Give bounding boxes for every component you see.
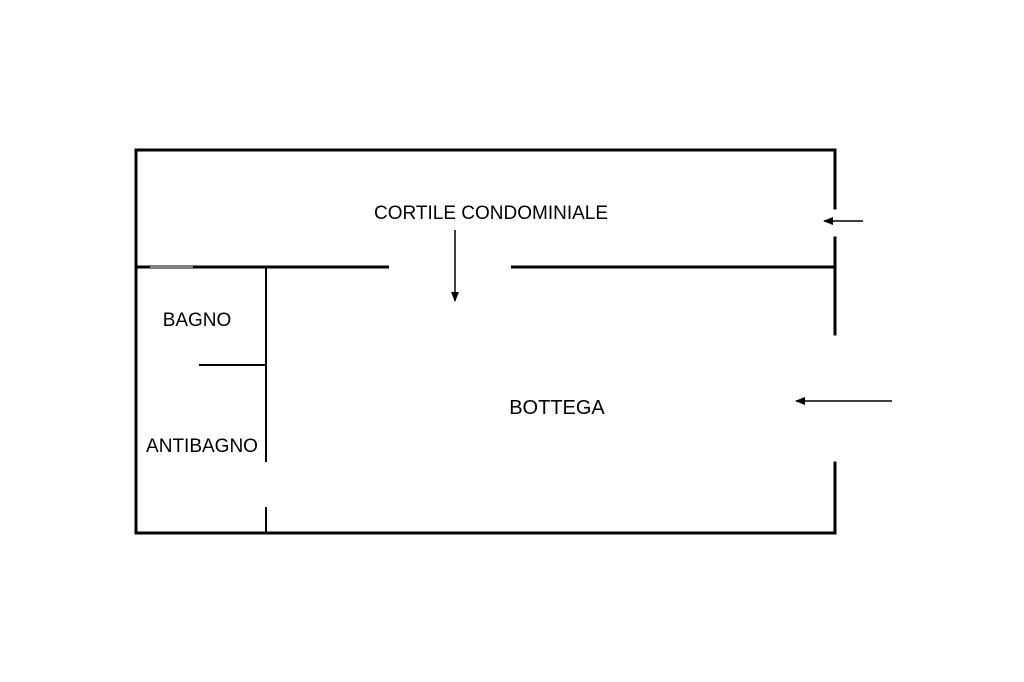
bathroom-label: BAGNO — [163, 310, 232, 331]
shop-label: BOTTEGA — [509, 397, 605, 419]
outer-walls — [134, 148, 837, 535]
arrows — [451, 217, 892, 405]
courtyard-label: CORTILE CONDOMINIALE — [374, 203, 608, 224]
antibathroom-label: ANTIBAGNO — [146, 436, 258, 457]
interior-walls — [136, 265, 835, 533]
